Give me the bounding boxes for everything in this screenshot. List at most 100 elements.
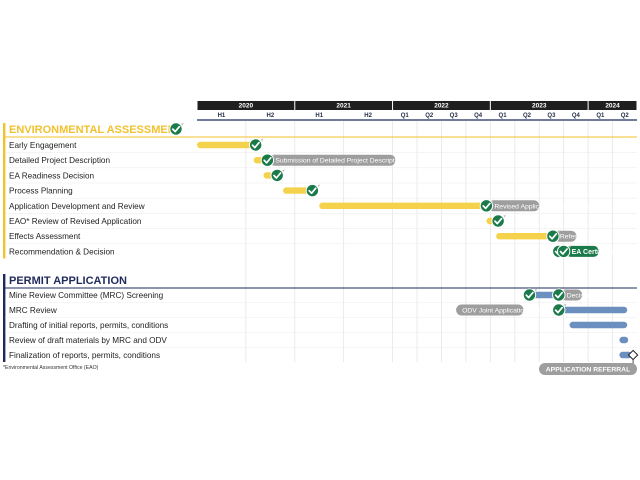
period-label: H2 (266, 113, 274, 119)
check-mark-icon (482, 202, 491, 210)
annotation-pill (456, 304, 524, 316)
task-label: EA Readiness Decision (9, 171, 95, 180)
year-cell (295, 101, 393, 110)
section-accent-bar (3, 123, 6, 259)
period-label: Q2 (621, 113, 630, 119)
period-label: H1 (218, 113, 226, 119)
task-bar (569, 321, 628, 329)
period-label: Q4 (572, 113, 581, 119)
milestone-check-icon (479, 199, 494, 213)
task-bar (619, 351, 633, 359)
task-label: Recommendation & Decision (9, 247, 115, 256)
check-mark-icon (251, 141, 260, 149)
task-bar (197, 141, 258, 149)
annotation-text: EA Certificate (572, 249, 618, 256)
task-bar (529, 291, 559, 299)
period-label: Q1 (499, 113, 508, 119)
check-mark-icon (548, 232, 558, 240)
period-label: H1 (315, 113, 323, 119)
milestone-check-icon (260, 153, 275, 167)
milestone-check-icon (305, 183, 320, 198)
task-label: Process Planning (9, 187, 73, 196)
year-label: 2024 (605, 103, 620, 110)
check-tip-icon (260, 138, 264, 142)
task-label: Application Development and Review (9, 202, 145, 211)
section-check-icon (169, 122, 183, 136)
check-mark-icon (263, 156, 272, 164)
task-label: MRC Review (9, 306, 57, 315)
check-mark-icon (554, 306, 564, 314)
milestone-check-icon (491, 214, 505, 228)
task-bar (319, 202, 489, 209)
check-mark-icon (308, 187, 317, 195)
check-tip-icon (563, 288, 567, 292)
task-bar (558, 306, 628, 314)
task-label: Review of draft materials by MRC and ODV (9, 336, 167, 345)
milestone-check-icon (522, 288, 537, 302)
annotation-pill (553, 230, 577, 242)
application-referral-pill (539, 363, 637, 375)
year-cell (490, 101, 588, 110)
year-cell (393, 101, 490, 110)
check-tip-icon (503, 214, 506, 218)
annotation-pill (269, 154, 396, 166)
annotation-pill (565, 245, 599, 257)
check-tip-icon (557, 230, 561, 233)
period-label: Q1 (401, 113, 410, 119)
check-mark-icon (273, 172, 282, 179)
annotation-pill (488, 200, 540, 212)
milestone-check-icon (552, 288, 566, 302)
task-label: Effects Assessment (9, 232, 81, 241)
check-mark-icon (525, 291, 534, 299)
year-label: 2021 (336, 103, 351, 110)
annotation-pill (560, 289, 583, 301)
period-label: Q2 (425, 113, 434, 119)
period-label: H2 (364, 113, 372, 119)
period-label: Q1 (596, 113, 605, 119)
check-tip-icon (272, 154, 275, 157)
check-tip-icon (181, 122, 184, 126)
milestone-check-icon (270, 168, 284, 183)
application-referral-label: APPLICATION REFERRAL (546, 367, 630, 374)
annotation-text: Referral (560, 234, 585, 241)
check-tip-icon (568, 245, 572, 248)
milestone-check-icon (552, 303, 566, 317)
annotation-text: Decision (567, 293, 593, 300)
section-accent-bar (3, 274, 6, 362)
task-label: Finalization of reports, permits, condit… (9, 351, 160, 360)
check-mark-icon (171, 125, 181, 133)
footnote: *Environmental Assessment Office (EAO) (3, 365, 99, 371)
period-label: Q2 (523, 113, 532, 119)
year-label: 2022 (434, 103, 449, 110)
check-tip-icon (563, 303, 567, 307)
task-bar (496, 233, 554, 240)
task-bar (619, 336, 629, 344)
milestone-check-icon (546, 229, 560, 243)
check-mark-icon (494, 217, 503, 225)
section-title: ENVIRONMENTAL ASSESSMENT (9, 124, 183, 136)
task-label: Early Engagement (9, 141, 77, 150)
task-label: Drafting of initial reports, permits, co… (9, 321, 168, 330)
check-tip-icon (534, 288, 538, 292)
check-tip-icon (491, 199, 495, 203)
year-cell (197, 101, 295, 110)
task-label: Mine Review Committee (MRC) Screening (9, 291, 164, 300)
section-title: PERMIT APPLICATION (9, 275, 127, 287)
task-label: EAO* Review of Revised Application (9, 217, 142, 226)
year-cell (588, 101, 637, 110)
check-tip-icon (317, 184, 320, 187)
check-mark-icon (559, 248, 568, 255)
annotation-text: Revised Application Submission (494, 203, 591, 210)
year-label: 2020 (239, 103, 254, 110)
milestone-diamond-icon (627, 349, 639, 361)
annotation-text: Submission of Detailed Project Descripti… (275, 158, 404, 165)
period-label: Q3 (547, 113, 556, 119)
period-label: Q3 (450, 113, 459, 119)
milestone-check-icon (556, 244, 571, 259)
task-label: Detailed Project Description (9, 156, 110, 165)
check-tip-icon (282, 169, 285, 172)
year-label: 2023 (532, 103, 547, 110)
milestone-check-icon (248, 138, 263, 152)
annotation-text: ODV Joint Application Submission (462, 308, 565, 315)
